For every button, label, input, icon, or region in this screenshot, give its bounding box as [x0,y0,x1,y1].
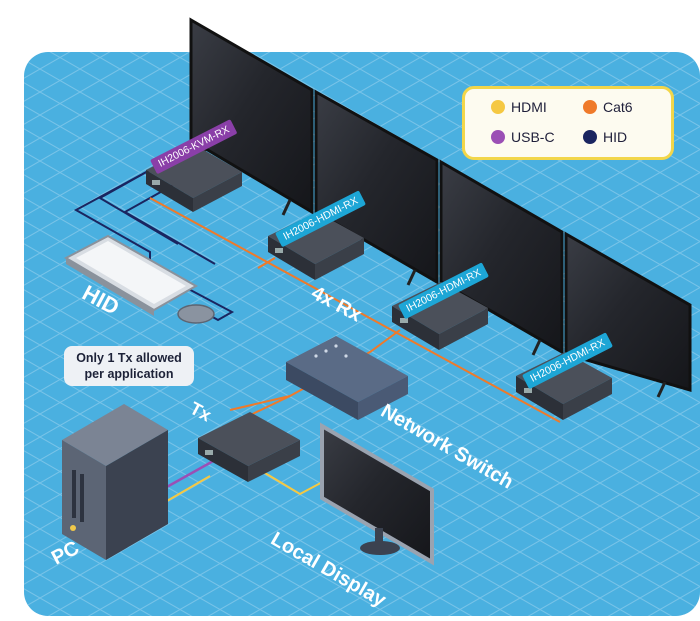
legend-label: HDMI [511,99,547,115]
tx-limit-note: Only 1 Tx allowed per application [64,346,194,386]
usbc-dot-icon [491,130,505,144]
mouse [177,304,215,324]
legend-item-cat6: Cat6 [583,99,633,115]
hid-dot-icon [583,130,597,144]
network-switch [286,336,408,420]
cat6-dot-icon [583,100,597,114]
local-display-monitor [320,422,434,566]
legend-label: Cat6 [603,99,633,115]
legend-label: HID [603,129,628,145]
hdmi-dot-icon [491,100,505,114]
keyboard [63,234,199,316]
legend-item-hid: HID [583,129,627,145]
note-line-1: Only 1 Tx allowed [76,351,182,365]
legend-item-usbc: USB-C [491,129,555,145]
note-line-2: per application [84,367,174,381]
usbc-cable [164,458,216,490]
tx-box [198,412,300,482]
pc-tower [62,404,168,560]
legend-label: USB-C [511,129,555,145]
legend: HDMI Cat6 USB-C HID [462,86,674,160]
legend-item-hdmi: HDMI [491,99,547,115]
